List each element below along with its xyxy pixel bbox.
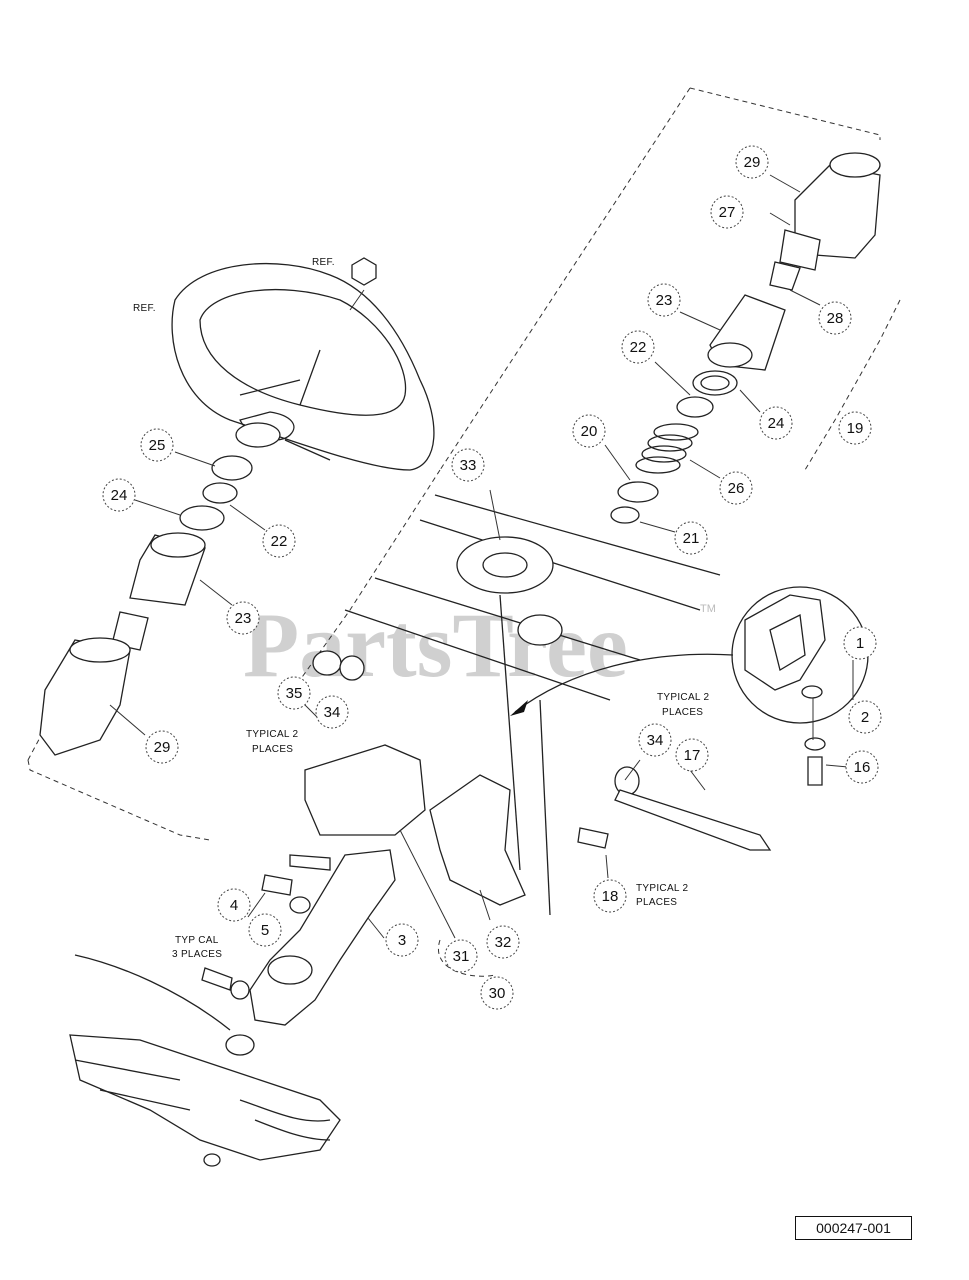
svg-text:34: 34: [324, 704, 341, 721]
dash-panel: [344, 494, 721, 916]
callout: 20: [572, 414, 606, 448]
steering-gear: [201, 849, 396, 1026]
callout: 21: [674, 521, 708, 555]
svg-text:22: 22: [630, 339, 647, 356]
column-assembly-outline: [439, 87, 901, 471]
svg-text:24: 24: [111, 487, 128, 504]
ref-label-nut: REF.: [312, 257, 335, 268]
svg-text:23: 23: [656, 292, 673, 309]
callout: 27: [710, 195, 744, 229]
svg-text:34: 34: [647, 732, 664, 749]
svg-text:26: 26: [728, 480, 745, 497]
note-typical-2-places-b-line2: PLACES: [252, 744, 293, 755]
svg-text:23: 23: [235, 610, 252, 627]
note-typical-2-places-c-line1: TYPICAL 2: [636, 883, 688, 894]
svg-text:19: 19: [847, 420, 864, 437]
callout: 24: [759, 406, 793, 440]
svg-text:30: 30: [489, 985, 506, 1002]
svg-text:31: 31: [453, 948, 470, 965]
svg-text:29: 29: [154, 739, 171, 756]
lower-column-parts: [39, 455, 253, 756]
svg-text:4: 4: [230, 897, 238, 914]
callout: 18: [593, 879, 627, 913]
mounting-brackets: [304, 650, 772, 906]
watermark-text: PartsTree: [243, 594, 628, 696]
callout: 16: [845, 750, 879, 784]
svg-text:35: 35: [286, 685, 303, 702]
note-typical-3-places-line2: 3 PLACES: [172, 949, 222, 960]
note-typical-2-places-a-line2: PLACES: [662, 707, 703, 718]
svg-text:3: 3: [398, 932, 406, 949]
diagram-code: 000247-001: [795, 1216, 912, 1240]
svg-text:24: 24: [768, 415, 785, 432]
svg-text:1: 1: [856, 635, 864, 652]
callout: 17: [675, 738, 709, 772]
upper-column-parts: [610, 152, 881, 524]
steering-wheel: [171, 262, 435, 471]
callout: 33: [451, 448, 485, 482]
svg-text:20: 20: [581, 423, 598, 440]
note-typical-2-places-a-line1: TYPICAL 2: [657, 692, 709, 703]
callout: 29: [735, 145, 769, 179]
svg-text:21: 21: [683, 530, 700, 547]
svg-text:28: 28: [827, 310, 844, 327]
svg-text:17: 17: [684, 747, 701, 764]
callout: 28: [818, 301, 852, 335]
callout: 32: [486, 925, 520, 959]
svg-text:5: 5: [261, 922, 269, 939]
steering-wheel-nut: [349, 257, 377, 311]
callout: 34: [315, 695, 349, 729]
note-typical-2-places-b-line1: TYPICAL 2: [246, 729, 298, 740]
callout: 31: [444, 939, 478, 973]
callout: 19: [838, 411, 872, 445]
callout: 4: [217, 888, 251, 922]
callout: 35: [277, 676, 311, 710]
svg-text:32: 32: [495, 934, 512, 951]
callout: 34: [638, 723, 672, 757]
svg-text:2: 2: [861, 709, 869, 726]
steering-rack: [69, 954, 341, 1167]
typical-notes: TYPICAL 2 PLACES TYPICAL 2 PLACES TYPICA…: [172, 692, 709, 960]
callout: 22: [621, 330, 655, 364]
svg-text:18: 18: [602, 888, 619, 905]
svg-text:33: 33: [460, 457, 477, 474]
callout: 2: [848, 700, 882, 734]
callout: 29: [145, 730, 179, 764]
callout: 22: [262, 524, 296, 558]
callout: 24: [102, 478, 136, 512]
svg-text:29: 29: [744, 154, 761, 171]
callout: 25: [140, 428, 174, 462]
svg-text:27: 27: [719, 204, 736, 221]
svg-text:16: 16: [854, 759, 871, 776]
callout: 3: [385, 923, 419, 957]
note-typical-2-places-c-line2: PLACES: [636, 897, 677, 908]
svg-text:25: 25: [149, 437, 166, 454]
note-typical-3-places-line1: TYP CAL: [175, 935, 219, 946]
callout: 1: [843, 626, 877, 660]
callout: 23: [647, 283, 681, 317]
callout-circles: 29 27 28 23 22 24 19 20 26 21 33 25 24 2…: [102, 145, 882, 1010]
callout: 23: [226, 601, 260, 635]
leader-lines: [109, 174, 854, 977]
svg-text:22: 22: [271, 533, 288, 550]
callout: 26: [719, 471, 753, 505]
watermark-tm: TM: [700, 603, 716, 615]
callout: 5: [248, 913, 282, 947]
callout: 30: [480, 976, 514, 1010]
ref-label-wheel: REF.: [133, 303, 156, 314]
